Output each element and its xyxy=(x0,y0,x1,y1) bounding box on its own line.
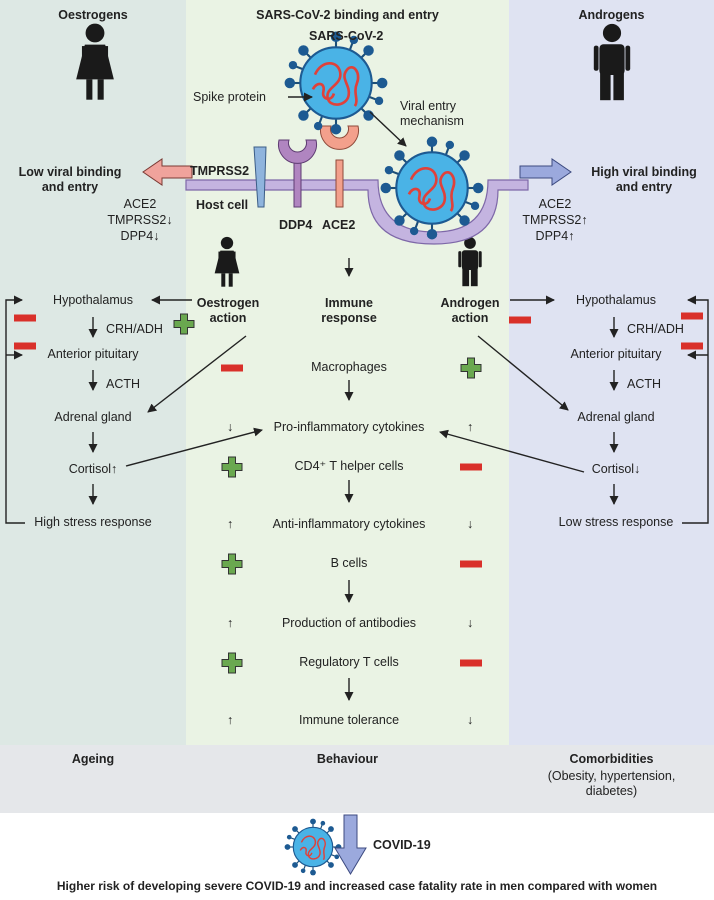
female-figure-icon xyxy=(76,23,114,100)
female-trend-arrow: ↑ xyxy=(227,616,234,630)
oestrogen-action-label: Oestrogen action xyxy=(196,296,260,325)
binding-entry-panel xyxy=(186,0,509,745)
ace2-label: ACE2 xyxy=(322,218,356,232)
male-figure-icon xyxy=(593,23,631,101)
minus-icon xyxy=(14,314,36,322)
female-trend-arrow: ↓ xyxy=(227,420,234,434)
androgen-panel xyxy=(509,0,714,745)
low-binding-arrow xyxy=(142,158,193,186)
ddp4-receptor xyxy=(278,139,317,208)
binding-entry-heading: SARS-CoV-2 binding and entry xyxy=(256,8,439,22)
covid-outcome-arrow xyxy=(334,814,367,875)
right-crh-adh: CRH/ADH xyxy=(627,322,684,336)
virus-entering-icon xyxy=(379,135,485,241)
sars-cov-2-label: SARS-CoV-2 xyxy=(309,29,384,43)
covid-virus-icon xyxy=(283,817,343,877)
conclusion-text: Higher risk of developing severe COVID-1… xyxy=(56,879,658,893)
ace2-receptor xyxy=(320,125,359,208)
left-pituitary: Anterior pituitary xyxy=(47,347,139,361)
right-adrenal: Adrenal gland xyxy=(577,410,655,424)
viral-entry-label: Viral entry mechanism xyxy=(400,99,464,128)
comorbidities-detail: (Obesity, hypertension, diabetes) xyxy=(547,769,676,798)
left-adrenal: Adrenal gland xyxy=(54,410,132,424)
host-cell-membrane xyxy=(185,179,529,245)
androgen-action-label: Androgen action xyxy=(440,296,500,325)
high-binding-label: High viral binding and entry xyxy=(591,165,697,194)
low-binding-label: Low viral binding and entry xyxy=(18,165,122,194)
left-receptor-tmprss2: TMPRSS2↓ xyxy=(107,213,173,227)
immune-step-label: Anti-inflammatory cytokines xyxy=(272,517,426,531)
virus-icon xyxy=(283,30,389,136)
male-trend-arrow: ↑ xyxy=(467,420,474,434)
left-hypothalamus: Hypothalamus xyxy=(53,293,133,307)
left-receptor-dpp4: DPP4↓ xyxy=(120,229,160,243)
spike-protein-label: Spike protein xyxy=(193,90,266,104)
female-trend-arrow: ↑ xyxy=(227,517,234,531)
left-acth: ACTH xyxy=(106,377,141,391)
right-receptor-dpp4: DPP4↑ xyxy=(535,229,575,243)
immune-step-label: CD4⁺ T helper cells xyxy=(294,459,404,473)
right-acth: ACTH xyxy=(627,377,662,391)
high-binding-arrow xyxy=(519,158,572,186)
left-receptor-ace2: ACE2 xyxy=(123,197,157,211)
male-trend-arrow: ↓ xyxy=(467,616,474,630)
right-receptor-ace2: ACE2 xyxy=(538,197,572,211)
immune-step-label: Pro-inflammatory cytokines xyxy=(273,420,425,434)
immune-step-label: Production of antibodies xyxy=(281,616,417,630)
right-receptor-tmprss2: TMPRSS2↑ xyxy=(522,213,588,227)
tmprss2-protein xyxy=(253,146,267,208)
oestrogens-heading: Oestrogens xyxy=(58,8,128,22)
risk-factors-band xyxy=(0,745,714,813)
host-cell-label: Host cell xyxy=(196,198,249,212)
male-trend-arrow: ↓ xyxy=(467,713,474,727)
tmprss2-label: TMPRSS2 xyxy=(190,164,250,178)
comorbidities-label: Comorbidities xyxy=(569,752,654,766)
immune-step-label: Macrophages xyxy=(311,360,387,374)
behaviour-label: Behaviour xyxy=(316,752,379,766)
right-pituitary: Anterior pituitary xyxy=(570,347,662,361)
right-hypothalamus: Hypothalamus xyxy=(576,293,656,307)
minus-icon xyxy=(509,316,531,324)
androgens-heading: Androgens xyxy=(578,8,645,22)
immune-step-label: Regulatory T cells xyxy=(299,655,399,669)
male-trend-arrow: ↓ xyxy=(467,517,474,531)
immune-step-label: B cells xyxy=(330,556,368,570)
immune-step-label: Immune tolerance xyxy=(298,713,400,727)
left-crh-adh: CRH/ADH xyxy=(106,322,163,336)
immune-response-label: Immune response xyxy=(321,296,377,325)
left-stress: High stress response xyxy=(34,515,152,529)
ddp4-label: DDP4 xyxy=(279,218,313,232)
male-figure-small-icon xyxy=(458,237,482,287)
right-cortisol: Cortisol↓ xyxy=(591,462,641,476)
right-stress: Low stress response xyxy=(558,515,674,529)
ageing-label: Ageing xyxy=(71,752,115,766)
female-trend-arrow: ↑ xyxy=(227,713,234,727)
left-cortisol: Cortisol↑ xyxy=(68,462,118,476)
minus-icon xyxy=(681,312,703,320)
female-figure-small-icon xyxy=(214,236,240,287)
covid-19-label: COVID-19 xyxy=(373,838,431,852)
